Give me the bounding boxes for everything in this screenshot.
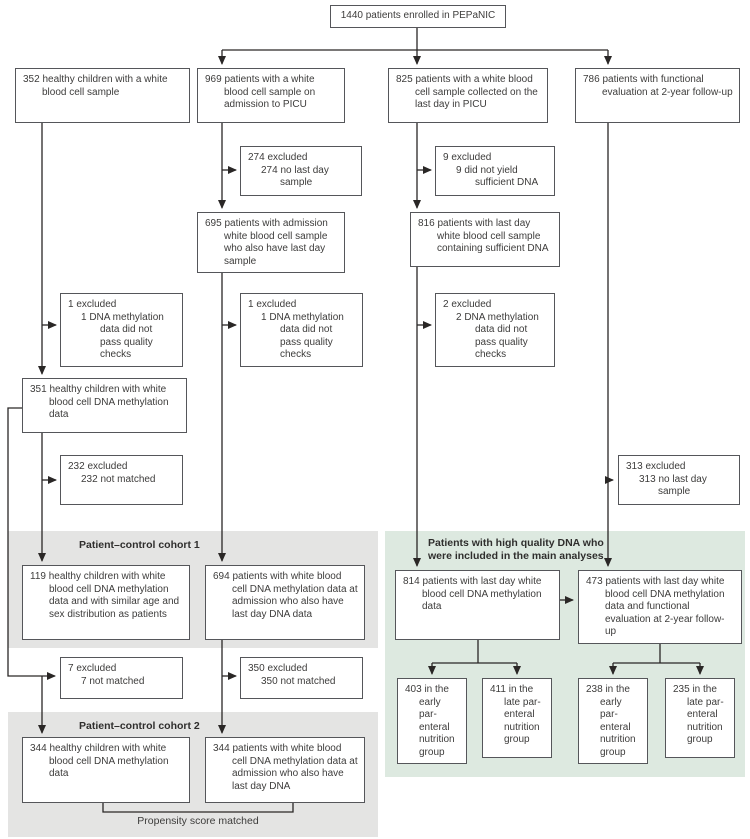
excluded-qc-1b-line2: 1 DNA methylation data did not pass qual… [261,311,344,361]
box-patients-814: 814 patients with last day white blood c… [395,570,560,640]
box-early-pn-238-text: 238 in the early par­enteral nutrition g… [586,684,636,758]
box-followup-786: 786 patients with functional evaluation … [575,68,740,123]
box-dna-816-text: 816 patients with last day white blood c… [418,218,549,254]
main-analyses-title: Patients with high quality DNA who were … [428,537,604,562]
box-excluded-9: 9 excluded 9 did not yield sufficient DN… [435,146,555,196]
cohort1-title: Patient–control cohort 1 [79,539,200,551]
propensity-caption: Propensity score matched [137,815,259,827]
box-excluded-313: 313 excluded 313 no last day sample [618,455,740,505]
excluded-qc-2-line2: 2 DNA methylation data did not pass qual… [456,311,539,361]
box-followup-786-text: 786 patients with functional evaluation … [583,74,733,98]
box-late-pn-235-text: 235 in the late par­enteral nutrition gr… [673,684,724,745]
box-dna-816: 816 patients with last day white blood c… [410,212,560,267]
excluded-qc-2-line1: 2 excluded [443,299,492,310]
box-lastday-825-text: 825 patients with a white blood cell sam… [396,74,538,110]
box-admission-695-text: 695 patients with admission white blood … [205,218,328,267]
box-patients-473: 473 patients with last day white blood c… [578,570,742,644]
box-late-pn-235: 235 in the late par­enteral nutrition gr… [665,678,735,758]
box-excluded-qc-1b: 1 excluded 1 DNA methylation data did no… [240,293,363,367]
excluded-232-line1: 232 excluded [68,461,128,472]
box-early-pn-403-text: 403 in the early par­enteral nutrition g… [405,684,455,758]
excluded-qc-1b-line1: 1 excluded [248,299,297,310]
cohort2-title: Patient–control cohort 2 [79,720,200,732]
box-patients-694-text: 694 patients with white blood cell DNA m… [213,571,358,620]
box-early-pn-238: 238 in the early par­enteral nutrition g… [578,678,648,764]
box-admission-695: 695 patients with admission white blood … [197,212,345,273]
box-excluded-7: 7 excluded 7 not matched [60,657,183,699]
box-excluded-232: 232 excluded 232 not matched [60,455,183,505]
box-excluded-qc-2: 2 excluded 2 DNA methylation data did no… [435,293,555,367]
box-healthy-119-text: 119 healthy children with white blood ce… [30,571,180,620]
box-admission-969: 969 patients with a white blood cell sam… [197,68,345,123]
box-patients-694: 694 patients with white blood cell DNA m… [205,565,365,640]
box-healthy-344-text: 344 healthy children with white blood ce… [30,743,169,779]
box-healthy-119: 119 healthy children with white blood ce… [22,565,190,640]
box-excluded-274: 274 excluded 274 no last day sample [240,146,362,196]
excluded-qc-1a-line2: 1 DNA methylation data did not pass qual… [81,311,164,361]
excluded-7-line2: 7 not matched [81,675,145,687]
box-healthy-352-text: 352 healthy children with a white blood … [23,74,168,98]
box-healthy-351-text: 351 healthy children with white blood ce… [30,384,169,420]
box-late-pn-411: 411 in the late par­enteral nutrition gr… [482,678,552,758]
box-healthy-351: 351 healthy children with white blood ce… [22,378,187,433]
box-patients-344: 344 patients with white blood cell DNA m… [205,737,365,803]
excluded-313-line2: 313 no last day sample [639,473,707,498]
excluded-232-line2: 232 not matched [81,473,156,485]
box-late-pn-411-text: 411 in the late par­enteral nutrition gr… [490,684,541,745]
box-excluded-350: 350 excluded 350 not matched [240,657,363,699]
box-patients-473-text: 473 patients with last day white blood c… [586,576,725,637]
box-healthy-352: 352 healthy children with a white blood … [15,68,190,123]
box-lastday-825: 825 patients with a white blood cell sam… [388,68,548,123]
excluded-274-line1: 274 excluded [248,152,308,163]
excluded-9-line1: 9 excluded [443,152,492,163]
excluded-350-line1: 350 excluded [248,663,308,674]
excluded-7-line1: 7 excluded [68,663,117,674]
excluded-274-line2: 274 no last day sample [261,164,329,189]
excluded-313-line1: 313 excluded [626,461,686,472]
box-patients-814-text: 814 patients with last day white blood c… [403,576,542,612]
box-early-pn-403: 403 in the early par­enteral nutrition g… [397,678,467,764]
excluded-350-line2: 350 not matched [261,675,336,687]
excluded-qc-1a-line1: 1 excluded [68,299,117,310]
box-enrolled-1440: 1440 patients enrolled in PEPaNIC [330,5,506,28]
box-excluded-qc-1a: 1 excluded 1 DNA methylation data did no… [60,293,183,367]
box-healthy-344: 344 healthy children with white blood ce… [22,737,190,803]
box-admission-969-text: 969 patients with a white blood cell sam… [205,74,316,110]
excluded-9-line2: 9 did not yield sufficient DNA [456,164,539,189]
box-patients-344-text: 344 patients with white blood cell DNA m… [213,743,358,792]
box-enrolled-1440-text: 1440 patients enrolled in PEPaNIC [340,10,496,21]
